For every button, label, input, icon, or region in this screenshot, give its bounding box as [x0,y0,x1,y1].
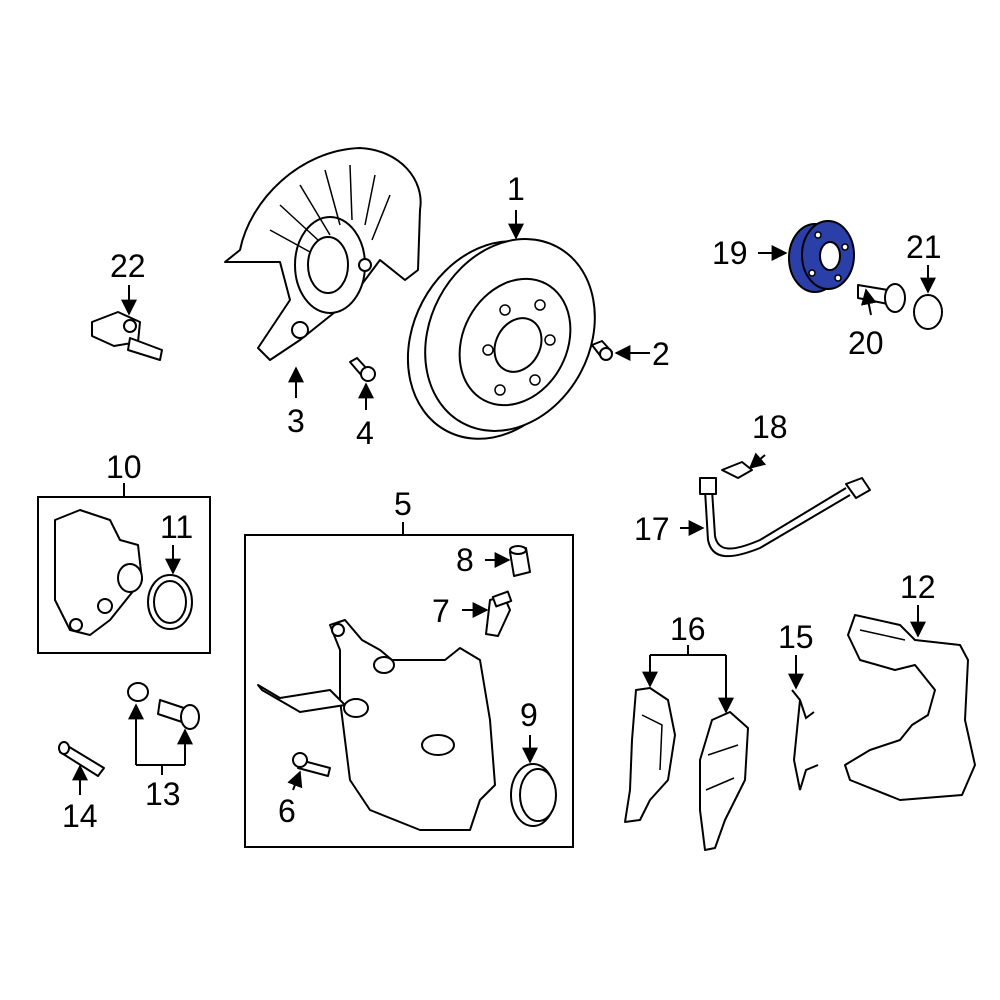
callout-1: 1 [507,171,525,207]
part-11-o-ring[interactable] [147,574,193,630]
part-18-clip[interactable] [721,461,753,479]
callout-21: 21 [906,229,942,265]
part-7-bleeder-screw[interactable] [485,590,513,637]
part-13-guide-pin-set[interactable] [127,682,200,730]
callout-14: 14 [62,798,98,834]
part-19-wheel-hub[interactable] [788,220,855,293]
callout-7: 7 [432,593,450,629]
part-caliper-body[interactable] [257,619,496,831]
box-10-parking-brake-motor [37,496,211,654]
part-1-brake-rotor[interactable] [374,209,627,469]
part-2-bolt[interactable] [591,340,613,361]
part-17-brake-hose[interactable] [699,477,871,558]
part-22-sensor[interactable] [91,311,163,361]
callout-3: 3 [287,403,305,439]
callout-5: 5 [394,486,412,522]
part-16-brake-pads[interactable] [624,687,749,851]
part-14-pin[interactable] [58,741,105,777]
callout-9: 9 [520,697,538,733]
leader-lines [72,210,936,795]
callout-2: 2 [652,336,670,372]
callout-19: 19 [712,235,748,271]
callout-18: 18 [752,409,788,445]
callout-16: 16 [670,611,706,647]
part-3-dust-shield[interactable] [224,147,422,361]
callout-8: 8 [456,542,474,578]
callout-12: 12 [900,569,936,605]
callout-17: 17 [634,511,670,547]
callout-11: 11 [160,509,193,545]
callout-15: 15 [778,619,814,655]
callout-13: 13 [145,776,181,812]
part-9-piston-seal[interactable] [510,763,557,827]
part-8-bleeder-cap[interactable] [509,545,531,577]
part-20-hub-bolt[interactable] [857,283,906,313]
callout-labels: 1 2 3 4 22 19 21 20 18 17 10 11 5 8 7 9 … [62,171,942,834]
part-4-bolt[interactable] [349,357,376,382]
callout-22: 22 [110,248,146,284]
part-15-anti-rattle-spring[interactable] [791,689,819,791]
callout-20: 20 [848,325,884,361]
box-5-caliper-assembly [244,534,574,848]
callout-10: 10 [106,449,142,485]
part-12-caliper-bracket[interactable] [844,614,976,801]
callout-4: 4 [356,415,374,451]
part-21-cap[interactable] [913,294,943,330]
part-6-caliper-bolt[interactable] [292,752,331,777]
callout-6: 6 [278,793,296,829]
